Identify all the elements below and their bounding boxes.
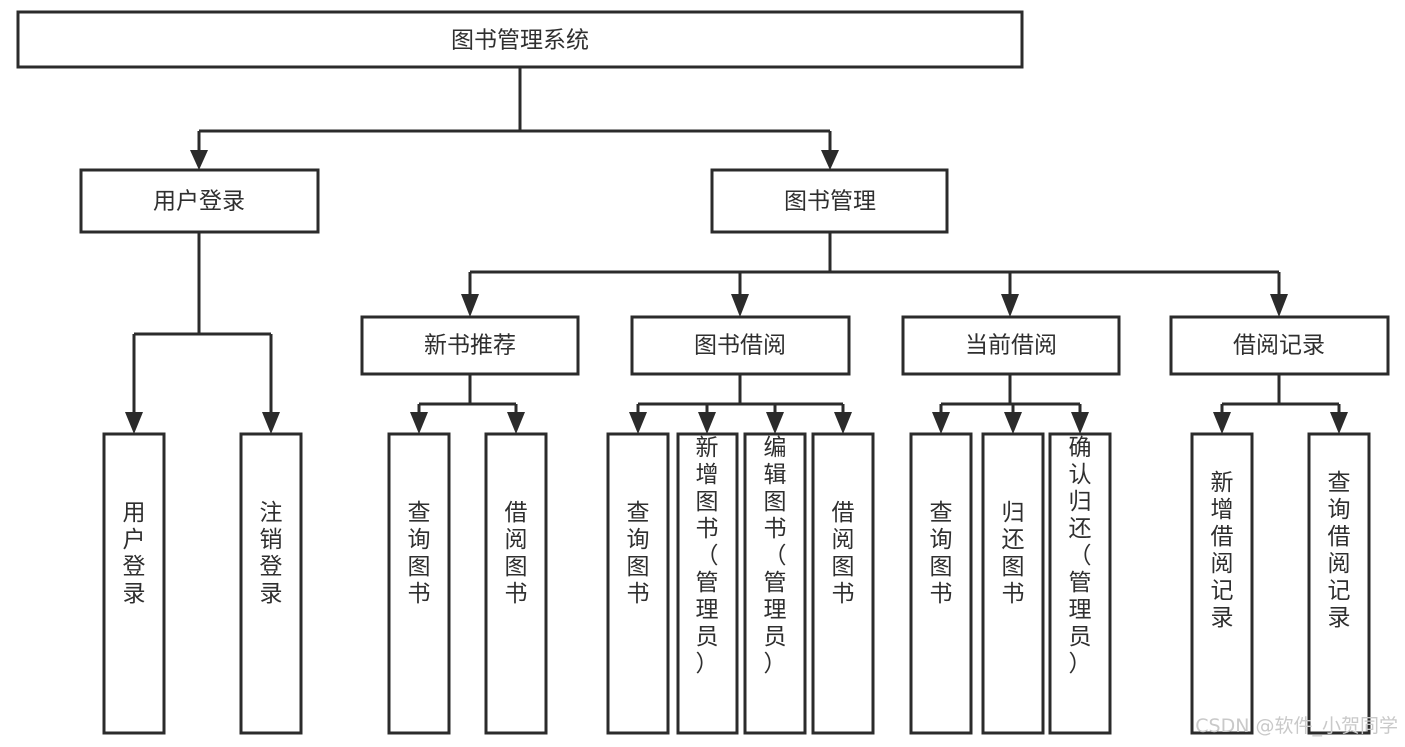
node-borrow-records-label: 借阅记录 [1233, 333, 1325, 359]
node-leaf-confirm-return-admin[interactable]: 确认归还（管理员） [1048, 432, 1112, 735]
node-book-borrow-label: 图书借阅 [694, 333, 786, 359]
node-leaf-return-books-label: 归还图书 [1002, 500, 1025, 607]
node-leaf-borrow-books-borrow[interactable]: 借阅图书 [811, 432, 875, 735]
node-root-system-label: 图书管理系统 [451, 28, 589, 54]
connector-layer [125, 67, 1348, 434]
arrow-borrow-leaf2 [698, 412, 716, 434]
node-new-book-recommend-label: 新书推荐 [424, 333, 516, 359]
node-leaf-add-book-admin-label: 新增图书（管理员） [696, 435, 719, 677]
node-leaf-add-borrow-record-label: 新增借阅记录 [1211, 470, 1234, 631]
node-leaf-logout-label: 注销登录 [260, 500, 283, 607]
node-leaf-borrow-books-new[interactable]: 借阅图书 [484, 432, 548, 735]
arrow-borrow-leaf4 [834, 412, 852, 434]
arrow-book-mgmt-to-borrow [731, 294, 749, 317]
node-leaf-borrow-books-new-box[interactable] [484, 432, 548, 735]
csdn-watermark: CSDN @软件_小贺同学 [1195, 715, 1398, 737]
arrow-new-books-leaf1 [410, 412, 428, 434]
node-root-system-box[interactable] [16, 10, 1024, 69]
node-book-management[interactable]: 图书管理 [710, 168, 949, 234]
node-user-login-label: 用户登录 [153, 189, 245, 215]
arrow-root-to-user-login [190, 150, 208, 170]
node-leaf-query-books-current-label: 查询图书 [930, 500, 953, 607]
node-borrow-records[interactable]: 借阅记录 [1169, 315, 1390, 376]
arrow-book-mgmt-to-current [1001, 294, 1019, 317]
node-book-borrow-box[interactable] [630, 315, 851, 376]
node-leaf-confirm-return-admin-box[interactable] [1048, 432, 1112, 735]
node-leaf-query-borrow-record-label: 查询借阅记录 [1328, 470, 1351, 631]
node-user-login[interactable]: 用户登录 [79, 168, 320, 234]
node-book-management-box[interactable] [710, 168, 949, 234]
node-leaf-edit-book-admin-label: 编辑图书（管理员） [764, 435, 787, 677]
arrow-records-leaf1 [1213, 412, 1231, 434]
node-leaf-query-books-current-box[interactable] [909, 432, 973, 735]
arrow-book-mgmt-to-new-books [461, 294, 479, 317]
node-leaf-logout-box[interactable] [239, 432, 303, 735]
node-leaf-query-borrow-record[interactable]: 查询借阅记录 [1307, 432, 1371, 735]
node-borrow-records-box[interactable] [1169, 315, 1390, 376]
node-current-borrow[interactable]: 当前借阅 [901, 315, 1121, 376]
node-leaf-return-books[interactable]: 归还图书 [981, 432, 1045, 735]
node-leaf-query-books-borrow-box[interactable] [606, 432, 670, 735]
node-leaf-query-books-current[interactable]: 查询图书 [909, 432, 973, 735]
node-leaf-confirm-return-admin-label: 确认归还（管理员） [1069, 435, 1092, 677]
node-leaf-borrow-books-borrow-box[interactable] [811, 432, 875, 735]
node-leaf-add-borrow-record[interactable]: 新增借阅记录 [1190, 432, 1254, 735]
arrow-current-leaf1 [932, 412, 950, 434]
node-leaf-add-book-admin-box[interactable] [676, 432, 739, 735]
node-book-borrow[interactable]: 图书借阅 [630, 315, 851, 376]
node-leaf-user-login-box[interactable] [102, 432, 166, 735]
arrow-current-leaf2 [1004, 412, 1022, 434]
arrow-root-to-book-mgmt [821, 150, 839, 170]
node-leaf-query-books-new[interactable]: 查询图书 [387, 432, 451, 735]
node-leaf-borrow-books-new-label: 借阅图书 [505, 500, 528, 607]
arrow-book-mgmt-to-records [1270, 294, 1288, 317]
node-new-book-recommend[interactable]: 新书推荐 [360, 315, 580, 376]
arrow-borrow-leaf1 [629, 412, 647, 434]
node-leaf-user-login[interactable]: 用户登录 [102, 432, 166, 735]
arrow-user-login-leaf1 [125, 412, 143, 434]
node-leaf-query-books-borrow[interactable]: 查询图书 [606, 432, 670, 735]
node-user-login-box[interactable] [79, 168, 320, 234]
node-new-book-recommend-box[interactable] [360, 315, 580, 376]
arrow-user-login-leaf2 [262, 412, 280, 434]
arrow-records-leaf2 [1330, 412, 1348, 434]
node-current-borrow-label: 当前借阅 [965, 333, 1057, 359]
node-leaf-user-login-label: 用户登录 [123, 500, 146, 607]
node-leaf-borrow-books-borrow-label: 借阅图书 [832, 500, 855, 607]
node-leaf-return-books-box[interactable] [981, 432, 1045, 735]
node-leaf-query-borrow-record-box[interactable] [1307, 432, 1371, 735]
node-leaf-edit-book-admin[interactable]: 编辑图书（管理员） [743, 432, 807, 735]
node-book-management-label: 图书管理 [784, 189, 876, 215]
node-root-system[interactable]: 图书管理系统 [16, 10, 1024, 69]
node-leaf-query-books-new-label: 查询图书 [408, 500, 431, 607]
node-leaf-add-borrow-record-box[interactable] [1190, 432, 1254, 735]
node-leaf-query-books-new-box[interactable] [387, 432, 451, 735]
node-leaf-query-books-borrow-label: 查询图书 [627, 500, 650, 607]
arrow-new-books-leaf2 [507, 412, 525, 434]
node-leaf-logout[interactable]: 注销登录 [239, 432, 303, 735]
node-leaf-add-book-admin[interactable]: 新增图书（管理员） [676, 432, 739, 735]
arrow-current-leaf3 [1071, 412, 1089, 434]
arrow-borrow-leaf3 [766, 412, 784, 434]
node-leaf-edit-book-admin-box[interactable] [743, 432, 807, 735]
node-current-borrow-box[interactable] [901, 315, 1121, 376]
